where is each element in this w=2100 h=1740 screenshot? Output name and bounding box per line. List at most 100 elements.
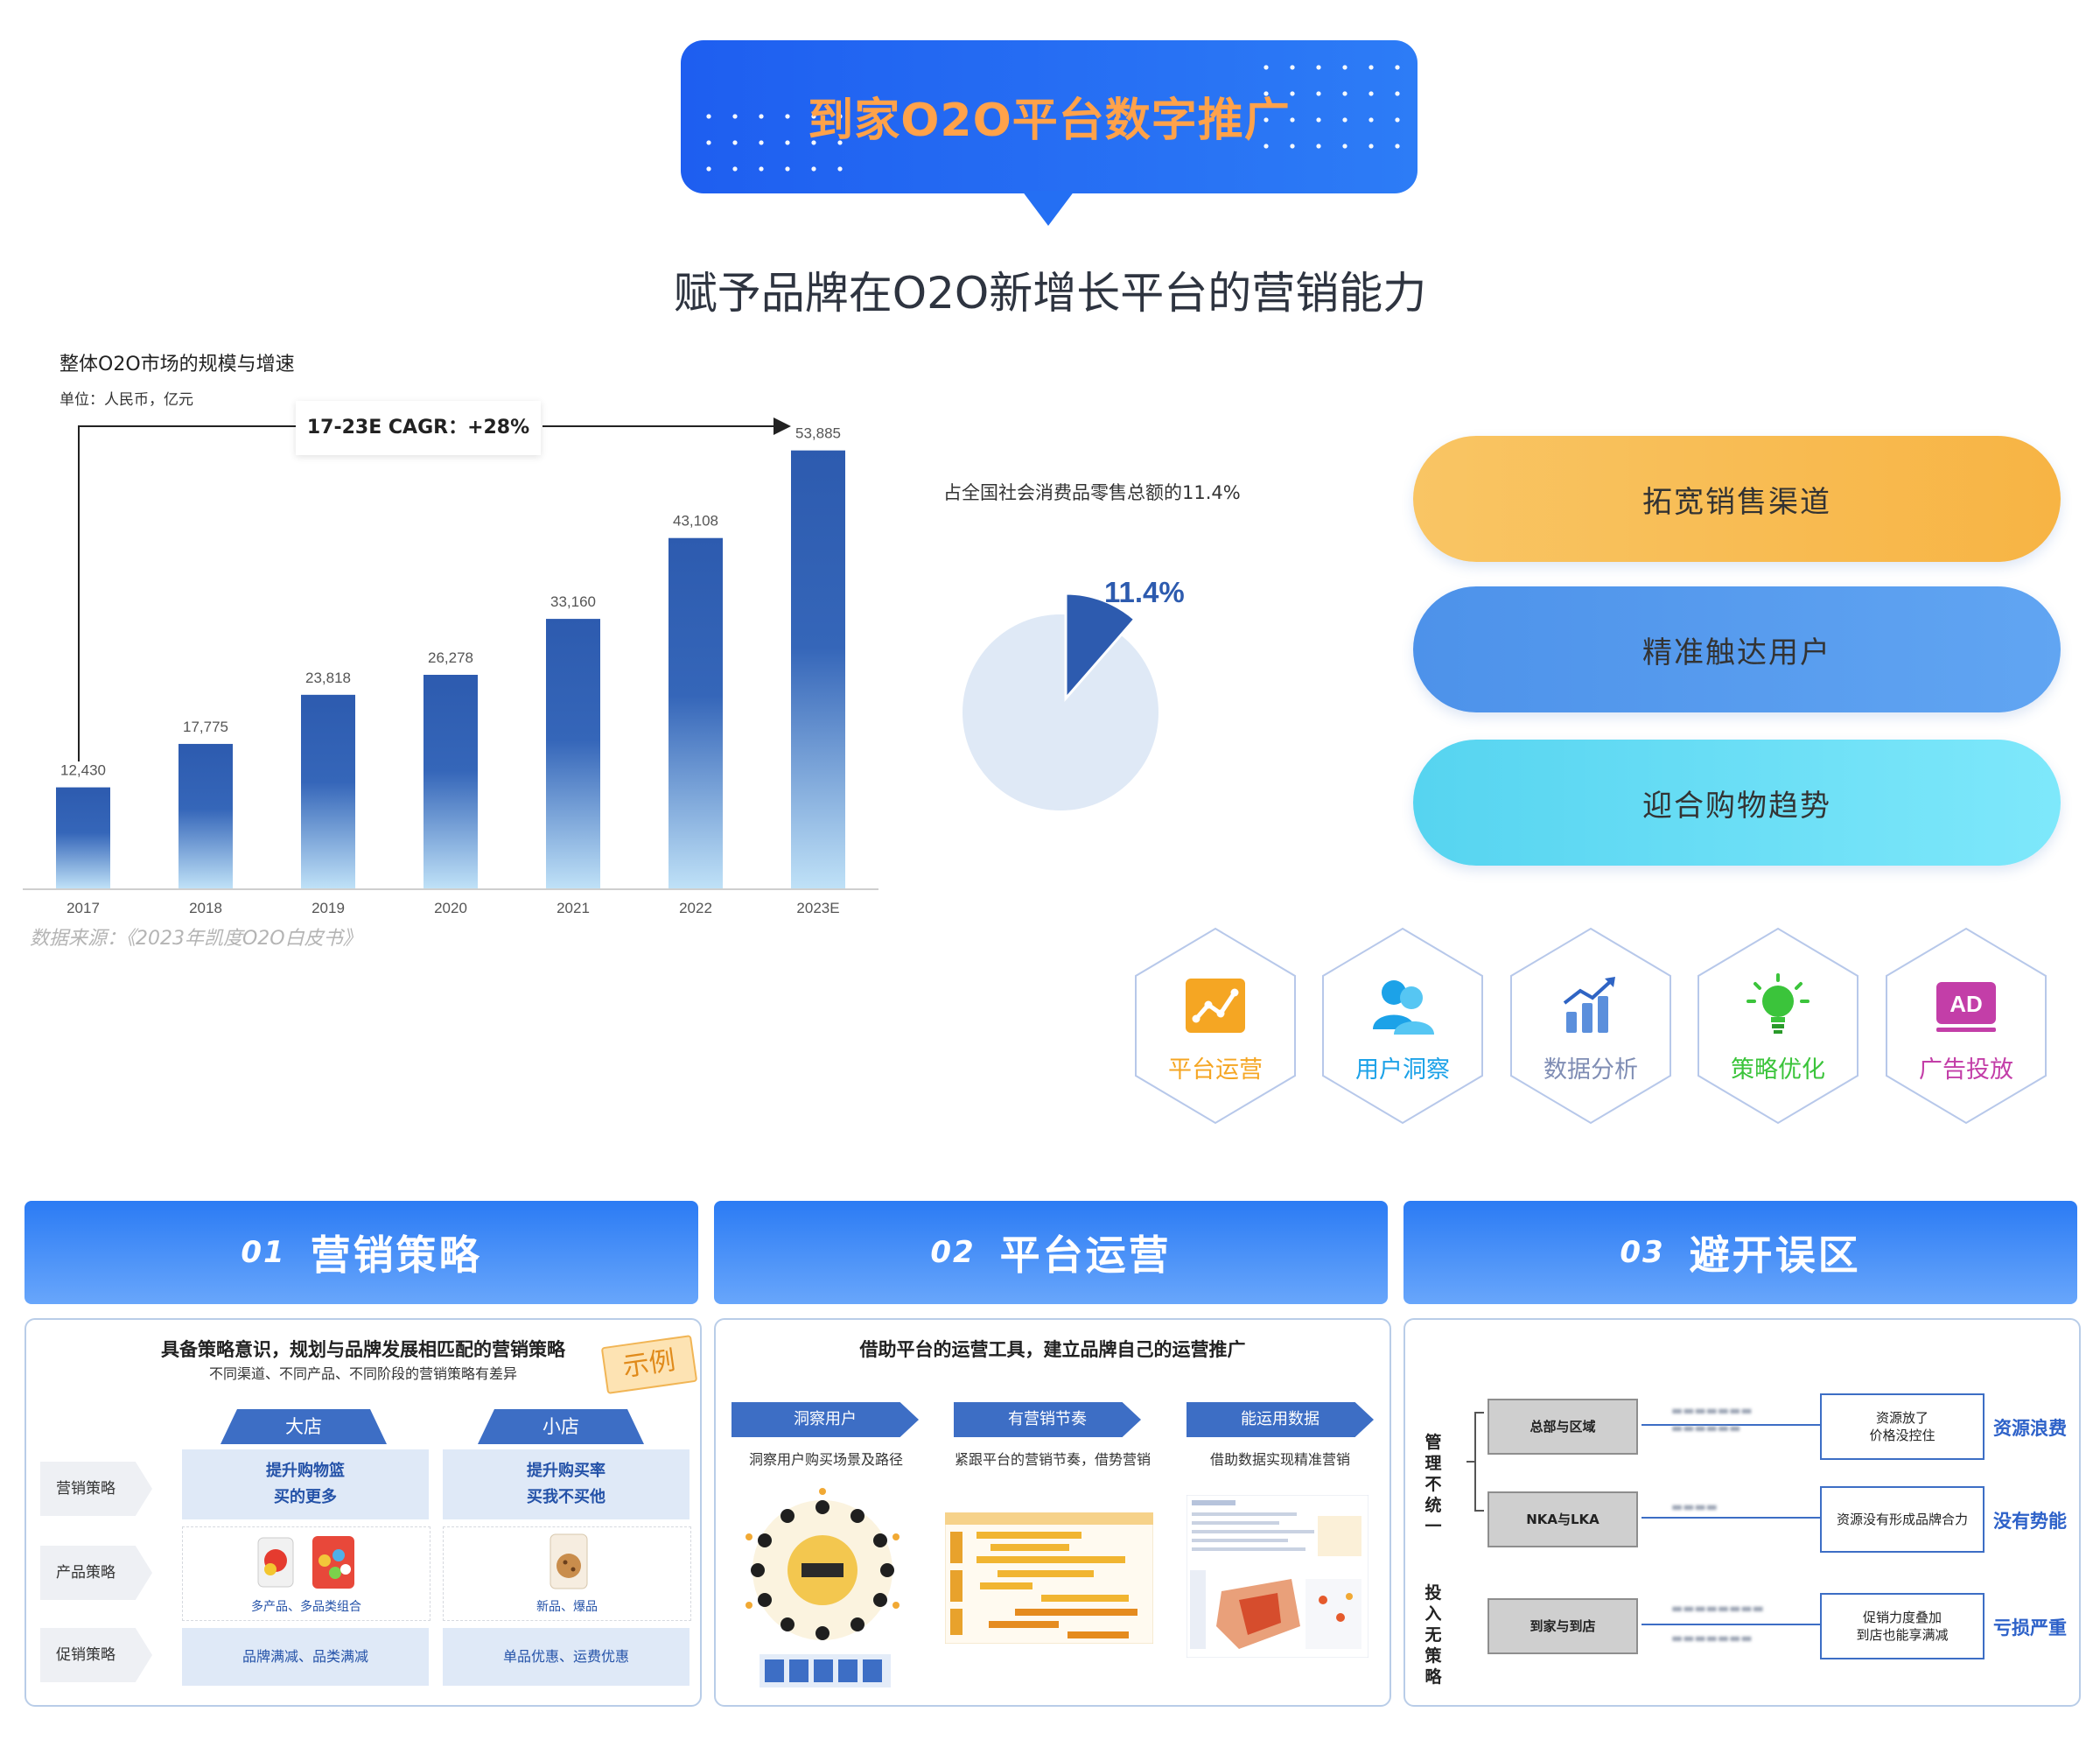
row-label-marketing: 营销策略 [40,1462,152,1516]
bar-value-label: 43,108 [673,513,718,530]
chart-unit: 单位：人民币，亿元 [60,391,193,409]
blurred-note: ▬▬▬▬▬▬▬ [1671,1631,1753,1645]
blurred-note: ▬▬▬▬▬▬▬▬ [1671,1602,1764,1616]
hex-data-analysis: 数据分析 [1508,926,1673,1126]
blurred-note: ▬▬▬▬▬▬▬ [1671,1404,1753,1418]
hex-label: 策略优化 [1731,1056,1825,1084]
retail-share-pie: 11.4% [962,576,1185,810]
big-store-strategy: 提升购物篮 买的更多 [182,1449,429,1519]
marketing-calendar-thumbnail [945,1512,1153,1644]
outcome-line: 到店也能享满减 [1856,1627,1949,1643]
section-header-operations: 02 平台运营 [714,1201,1388,1304]
hex-label: 广告投放 [1919,1056,2013,1084]
section-number: 03 [1620,1235,1665,1270]
outcome-line: 资源没有形成品牌合力 [1836,1512,1968,1527]
section-title: 营销策略 [310,1231,482,1279]
step-tag-user-insight: 洞察用户 [732,1402,919,1437]
big-store-promo: 品牌满减、品类满减 [182,1628,429,1686]
bar-2017 [56,787,110,888]
column-header-big-store: 大店 [220,1409,387,1444]
blurred-note: ▬▬▬▬ [1671,1500,1718,1514]
line-chart-icon [1186,979,1245,1033]
column-header-small-store: 小店 [478,1409,644,1444]
step-tag-marketing-rhythm: 有营销节奏 [954,1402,1141,1437]
section-header-pitfalls: 03 避开误区 [1404,1201,2077,1304]
chart-title: 整体O2O市场的规模与增速 [60,354,295,375]
users-icon [1373,980,1434,1035]
cagr-bracket-left [78,425,296,761]
hex-label: 平台运营 [1168,1056,1263,1084]
row-label-promo: 促销策略 [40,1628,152,1682]
product-caption: 多产品、多品类组合 [251,1600,361,1614]
outcome-box: 资源没有形成品牌合力 [1820,1486,1984,1553]
svg-text:AD: AD [1950,991,1983,1017]
source-box: NKA与LKA [1488,1491,1638,1547]
group-label-inconsistent-mgmt: 管理不统一 [1424,1433,1442,1536]
section-header-marketing: 01 营销策略 [24,1201,698,1304]
cagr-label: 17-23E CAGR：+28% [296,401,541,455]
source-box: 到家与到店 [1488,1598,1638,1654]
section-number: 01 [241,1235,286,1270]
x-tick-label: 2023E [796,900,839,916]
lightbulb-icon [1746,973,1810,1034]
bar-value-label: 33,160 [550,593,596,610]
step-caption: 紧跟平台的营销节奏，借势营销 [954,1451,1151,1468]
chart-source: 数据来源：《2023年凯度O2O白皮书》 [30,928,362,950]
source-box: 总部与区域 [1488,1399,1638,1455]
consequence-label: 资源浪费 [1993,1418,2067,1439]
section-number: 02 [930,1235,976,1270]
outcome-line: 促销力度叠加 [1862,1610,1942,1625]
page-subtitle: 赋予品牌在O2O新增长平台的营销能力 [673,268,1427,319]
user-journey-thumbnail [746,1488,900,1687]
banner-pointer [1022,191,1074,226]
snack-bags-image [257,1536,354,1589]
hex-advertising: AD 广告投放 [1884,926,2048,1126]
strategy-line: 提升购物篮 [266,1462,345,1480]
bar-2023E [791,450,845,888]
big-store-product: 多产品、多品类组合 [182,1526,430,1621]
dot-pattern [696,103,853,182]
small-store-promo: 单品优惠、运费优惠 [443,1628,690,1686]
step-caption: 借助数据实现精准营销 [1209,1451,1350,1468]
market-bar-chart: 12,430201717,775201823,818201926,2782020… [23,417,878,916]
consequence-label: 亏损严重 [1993,1617,2067,1638]
panel-pitfalls: 管理不统一 投入无策略 总部与区域 NKA与LKA 到家与到店 ▬▬▬▬▬▬▬ … [1404,1318,2081,1707]
pill-expand-channels: 拓宽销售渠道 [1413,436,2061,562]
cookie-bag-image [550,1533,588,1589]
x-tick-label: 2021 [556,900,590,916]
step-tag-use-data: 能运用数据 [1186,1402,1374,1437]
data-dashboard-thumbnail [1186,1495,1368,1658]
bar-value-label: 17,775 [183,719,228,735]
step-caption: 洞察用户购买场景及路径 [748,1451,903,1468]
dot-pattern [1253,54,1410,151]
strategy-line: 提升购买率 [527,1462,606,1480]
product-caption: 新品、爆品 [536,1600,598,1614]
small-store-product: 新品、爆品 [443,1526,691,1621]
bar-value-label: 12,430 [60,762,106,779]
outcome-box: 促销力度叠加到店也能享满减 [1820,1593,1984,1659]
hex-label: 用户洞察 [1355,1056,1450,1084]
bar-2021 [546,619,600,888]
x-tick-label: 2019 [312,900,345,916]
pie-share-label: 11.4% [1104,576,1185,608]
page-title: 到家O2O平台数字推广 [808,95,1291,147]
x-tick-label: 2018 [189,900,222,916]
outcome-line: 资源放了 [1875,1410,1928,1426]
panel-subtitle: 不同渠道、不同产品、不同阶段的营销策略有差异 [208,1365,517,1382]
group-label-no-strategy: 投入无策略 [1424,1583,1442,1687]
strategy-line: 买的更多 [274,1488,337,1506]
hex-strategy-opt: 策略优化 [1696,926,1860,1126]
panel-marketing-strategy: 具备策略意识，规划与品牌发展相匹配的营销策略 不同渠道、不同产品、不同阶段的营销… [24,1318,702,1707]
outcome-box: 资源放了价格没控住 [1820,1393,1984,1460]
x-tick-label: 2017 [66,900,100,916]
pie-note: 占全国社会消费品零售总额的11.4% [943,482,1241,503]
panel-title: 借助平台的运营工具，建立品牌自己的运营推广 [859,1339,1246,1360]
section-title: 避开误区 [1689,1231,1861,1279]
pie-share-slice [1064,592,1137,703]
row-label-product: 产品策略 [40,1546,152,1600]
section-title: 平台运营 [999,1231,1172,1279]
pie-rest-slice [962,614,1158,810]
small-store-strategy: 提升购买率 买我不买他 [443,1449,690,1519]
blurred-note: ▬▬▬▬▬▬ [1671,1421,1741,1435]
bar-2022 [668,537,723,888]
